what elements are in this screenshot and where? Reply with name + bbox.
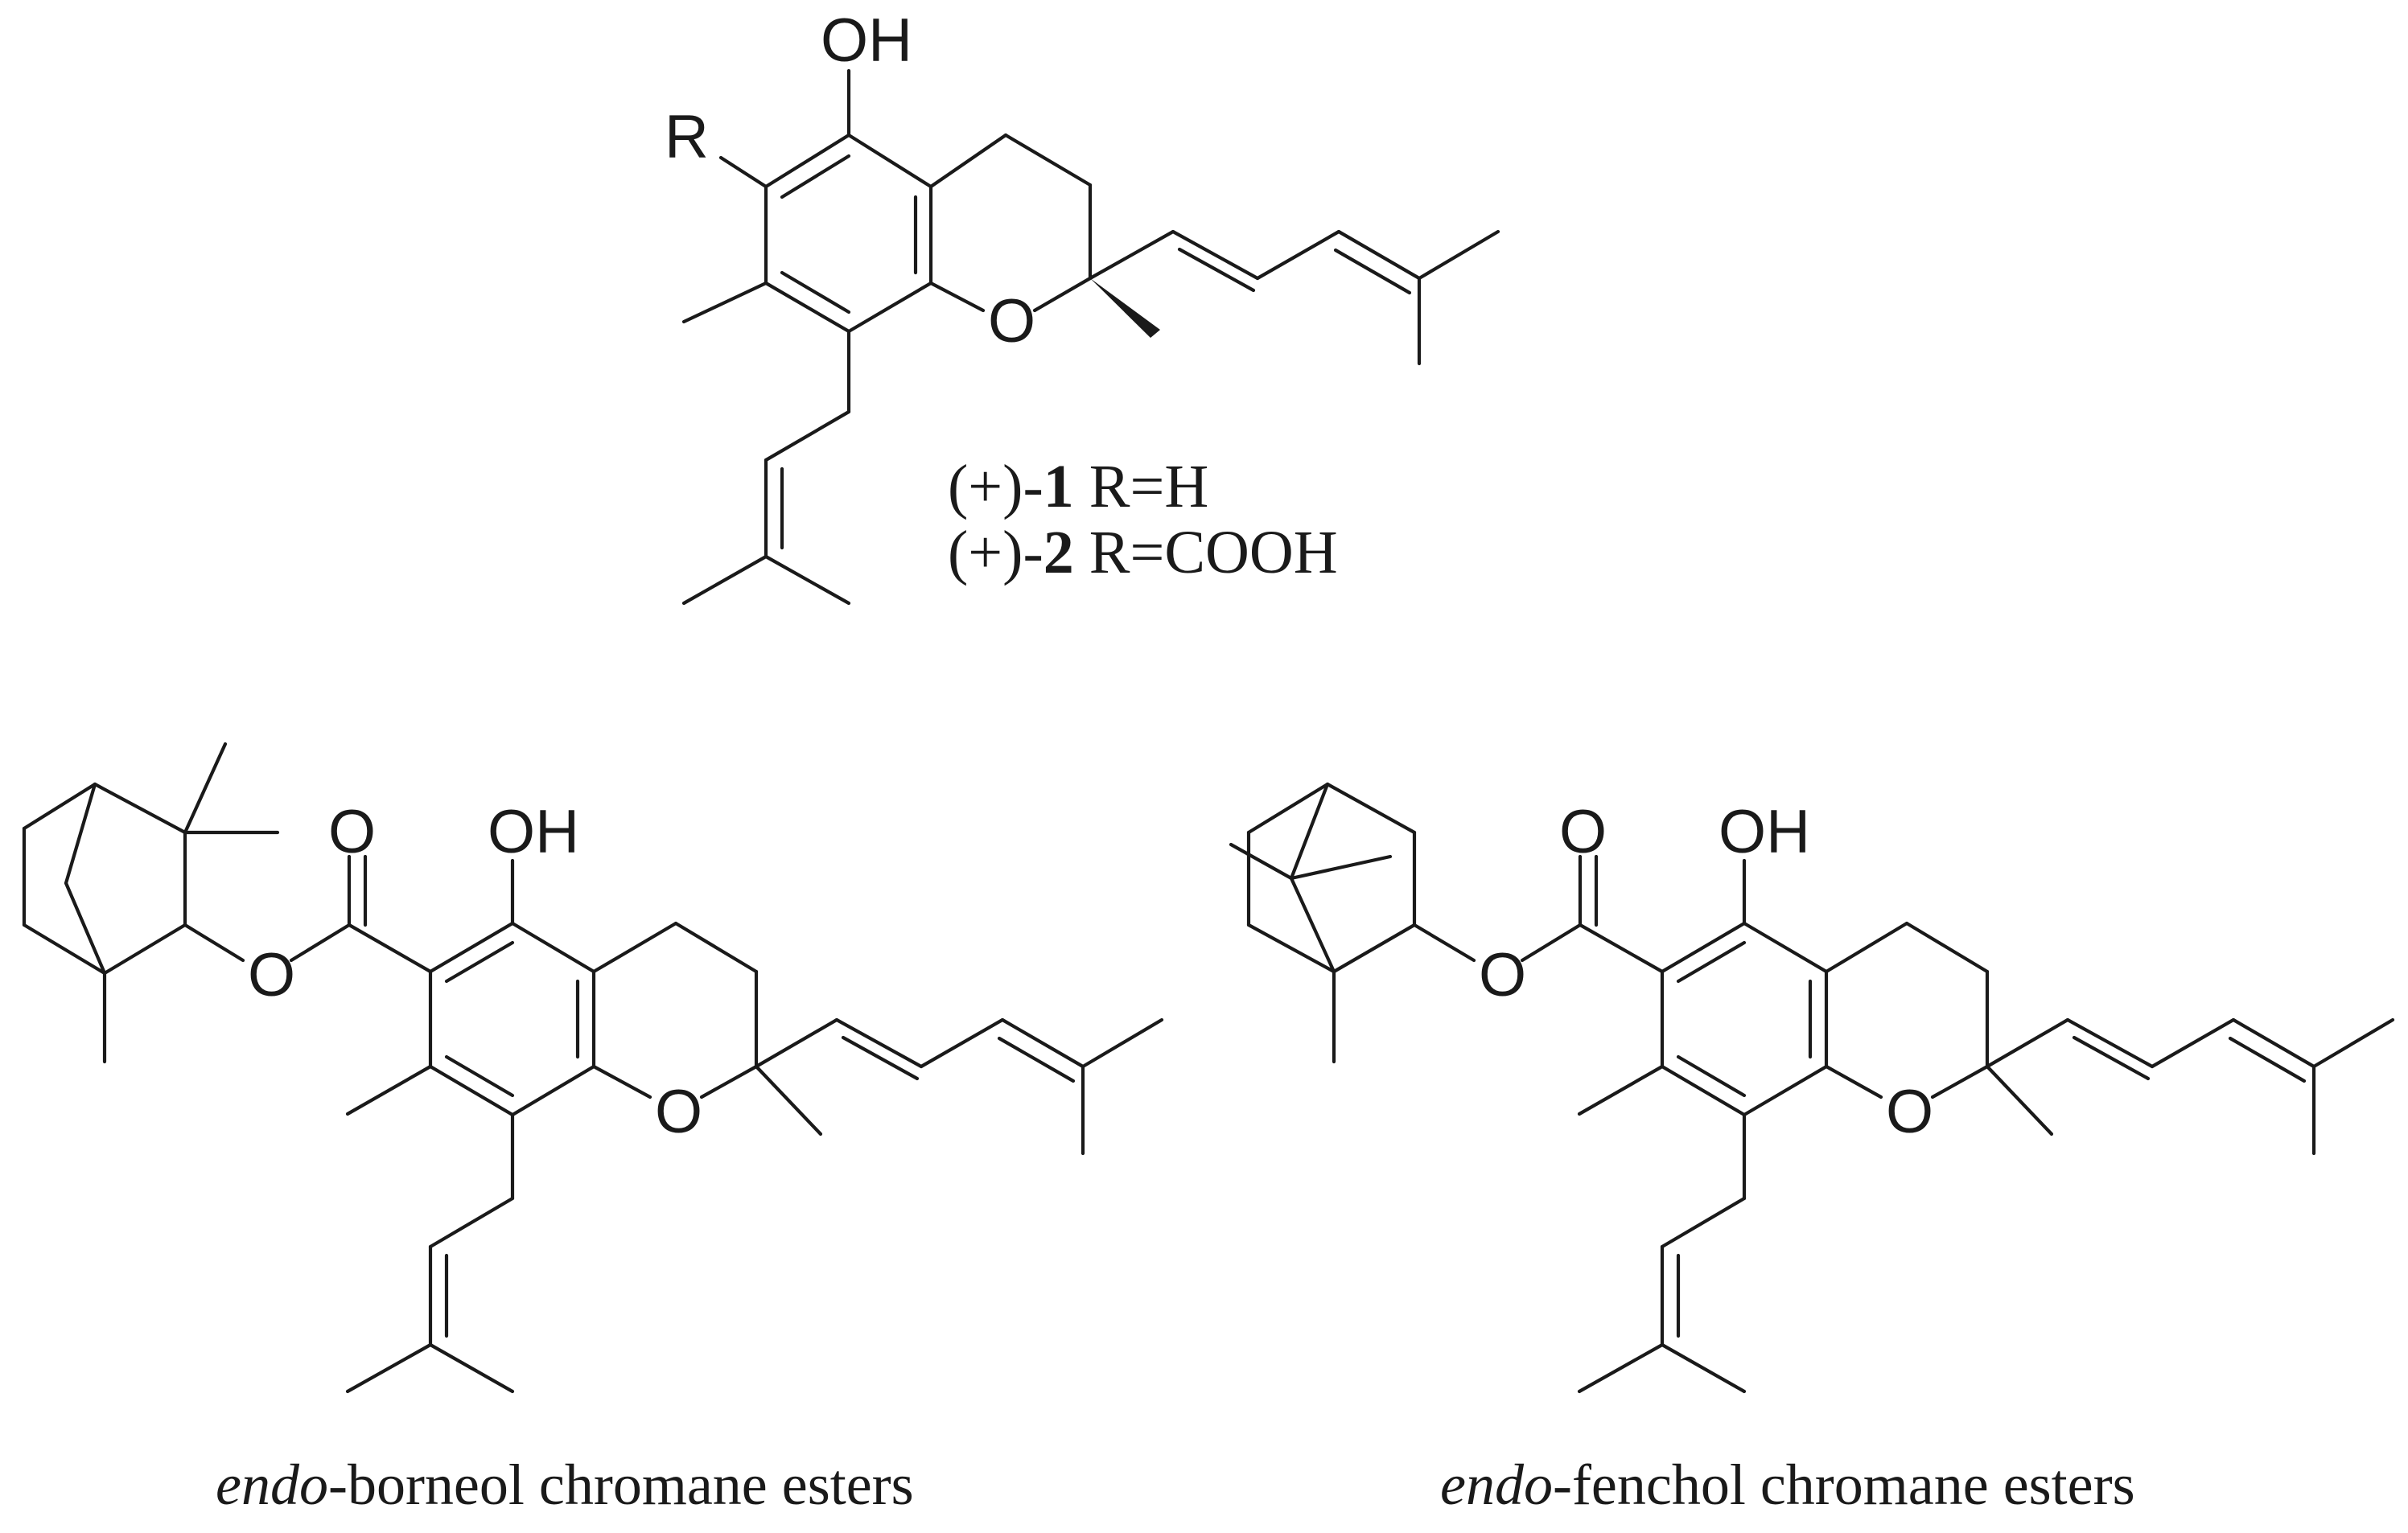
top-r-label: R	[665, 103, 709, 171]
fenchol-carbonyl-oxygen-label: O	[1559, 798, 1607, 866]
borneol-oh-label: OH	[488, 798, 579, 866]
fenchol-ester-oxygen-label: O	[1479, 941, 1526, 1009]
fenchol-oh-label: OH	[1719, 798, 1810, 866]
compound-2-label: (+)-2 R=COOH	[948, 519, 1338, 586]
top-oh-label: OH	[821, 6, 912, 75]
borneol-ring-oxygen-label: O	[655, 1078, 702, 1146]
borneol-chromane-ester-structure: O OH O O	[22, 742, 1164, 1394]
borneol-caption: endo-borneol chromane esters	[216, 1453, 914, 1517]
top-ring-oxygen-label: O	[988, 287, 1035, 356]
fenchol-chromane-ester-structure: O OH O O	[1229, 782, 2395, 1394]
borneol-ester-oxygen-label: O	[248, 941, 295, 1009]
fenchol-caption: endo-fenchol chromane esters	[1440, 1453, 2135, 1517]
fenchol-ring-oxygen-label: O	[1886, 1078, 1933, 1146]
compound-1-label: (+)-1 R=H	[948, 453, 1208, 520]
top-chromane-structure: OH R O (+)-1 R=H (+)-2 R=COOH	[665, 6, 1500, 606]
borneol-carbonyl-oxygen-label: O	[328, 798, 376, 866]
